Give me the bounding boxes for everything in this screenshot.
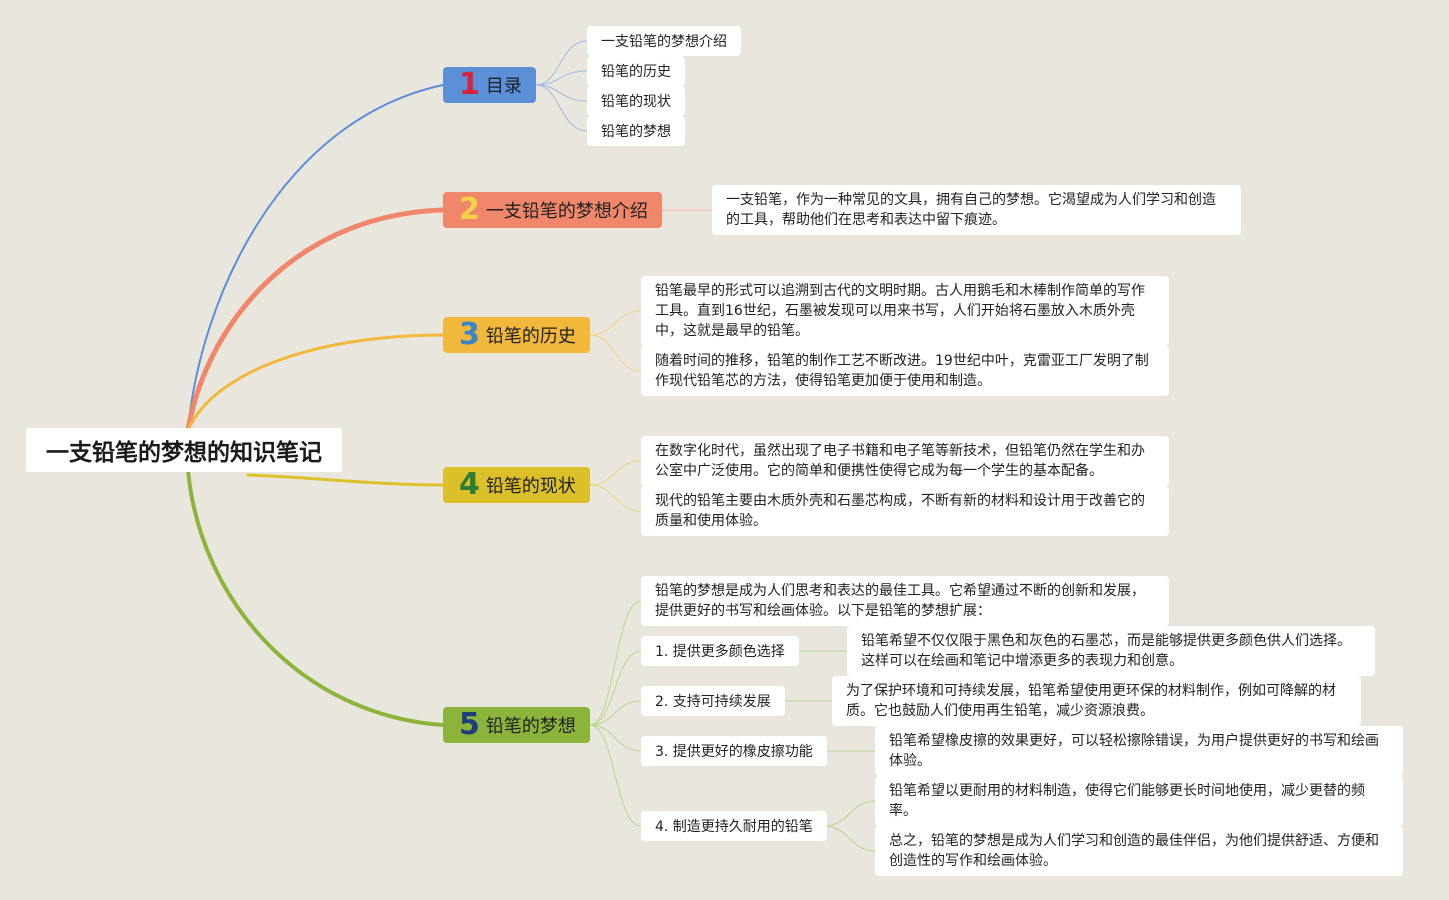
toc-item[interactable]: 铅笔的历史 — [587, 56, 685, 86]
branch-label: 铅笔的历史 — [485, 326, 576, 347]
history-link — [589, 334, 642, 372]
dream-sub-topic[interactable]: 3. 提供更好的橡皮擦功能 — [641, 736, 827, 766]
branch-label: 一支铅笔的梦想介绍 — [485, 201, 648, 222]
toc-link — [535, 84, 588, 132]
branch-number: 1 — [459, 67, 480, 102]
status-link — [589, 484, 642, 512]
status-link — [589, 460, 642, 486]
branch-history[interactable]: 3 铅笔的历史 — [443, 317, 590, 353]
toc-item[interactable]: 铅笔的现状 — [587, 86, 685, 116]
dream-sub-topic[interactable]: 4. 制造更持久耐用的铅笔 — [641, 811, 827, 841]
dream-link — [589, 650, 642, 726]
branch-label: 铅笔的梦想 — [485, 716, 576, 737]
history-note[interactable]: 铅笔最早的形式可以追溯到古代的文明时期。古人用鹅毛和木棒制作简单的写作工具。直到… — [641, 276, 1169, 346]
branch-number: 5 — [459, 707, 480, 742]
dream-sub-topic[interactable]: 1. 提供更多颜色选择 — [641, 636, 799, 666]
dream-link — [589, 724, 642, 752]
dream-detail-note[interactable]: 铅笔希望不仅仅限于黑色和灰色的石墨芯，而是能够提供更多颜色供人们选择。这样可以在… — [847, 626, 1375, 676]
dream-detail-note[interactable]: 铅笔希望以更耐用的材料制造，使得它们能够更长时间地使用，减少更替的频率。 — [875, 776, 1403, 826]
toc-item[interactable]: 铅笔的梦想 — [587, 116, 685, 146]
branch-table-of-contents[interactable]: 1 目录 — [443, 67, 536, 103]
dream-detail-note[interactable]: 铅笔希望橡皮擦的效果更好，可以轻松擦除错误，为用户提供更好的书写和绘画体验。 — [875, 726, 1403, 776]
branch-line-4 — [246, 473, 445, 487]
toc-link — [535, 84, 588, 102]
dream-detail-link — [822, 825, 876, 852]
dream-link — [589, 724, 642, 827]
dream-sub-topic[interactable]: 2. 支持可持续发展 — [641, 686, 785, 716]
branch-current-status[interactable]: 4 铅笔的现状 — [443, 467, 590, 503]
dream-detail-note[interactable]: 总之，铅笔的梦想是成为人们学习和创造的最佳伴侣，为他们提供舒适、方便和创造性的写… — [875, 826, 1403, 876]
branch-line-5 — [186, 468, 445, 727]
intro-note[interactable]: 一支铅笔，作为一种常见的文具，拥有自己的梦想。它渴望成为人们学习和创造的工具，帮… — [712, 185, 1241, 235]
history-note[interactable]: 随着时间的推移，铅笔的制作工艺不断改进。19世纪中叶，克雷亚工厂发明了制作现代铅… — [641, 346, 1169, 396]
toc-link — [535, 70, 588, 86]
branch-line-3 — [186, 333, 445, 432]
branch-label: 目录 — [485, 76, 522, 97]
dream-detail-note[interactable]: 为了保护环境和可持续发展，铅笔希望使用更环保的材料制作，例如可降解的材质。它也鼓… — [832, 676, 1361, 726]
branch-line-2 — [185, 207, 446, 433]
branch-number: 2 — [459, 192, 480, 227]
branch-number: 3 — [459, 317, 480, 352]
dream-link — [589, 700, 642, 726]
dream-intro-note[interactable]: 铅笔的梦想是成为人们思考和表达的最佳工具。它希望通过不断的创新和发展，提供更好的… — [641, 576, 1169, 626]
branch-dream[interactable]: 5 铅笔的梦想 — [443, 707, 590, 743]
branch-number: 4 — [459, 467, 480, 502]
toc-link — [535, 40, 588, 86]
history-link — [589, 310, 642, 336]
dream-link — [589, 600, 642, 726]
root-topic[interactable]: 一支铅笔的梦想的知识笔记 — [26, 428, 342, 472]
toc-item[interactable]: 一支铅笔的梦想介绍 — [587, 26, 741, 56]
status-note[interactable]: 现代的铅笔主要由木质外壳和石墨芯构成，不断有新的材料和设计用于改善它的质量和使用… — [641, 486, 1169, 536]
branch-introduction[interactable]: 2 一支铅笔的梦想介绍 — [443, 192, 662, 228]
branch-line-1 — [187, 84, 444, 431]
branch-label: 铅笔的现状 — [485, 476, 576, 497]
status-note[interactable]: 在数字化时代，虽然出现了电子书籍和电子笔等新技术，但铅笔仍然在学生和办公室中广泛… — [641, 436, 1169, 486]
dream-detail-link — [822, 800, 876, 827]
